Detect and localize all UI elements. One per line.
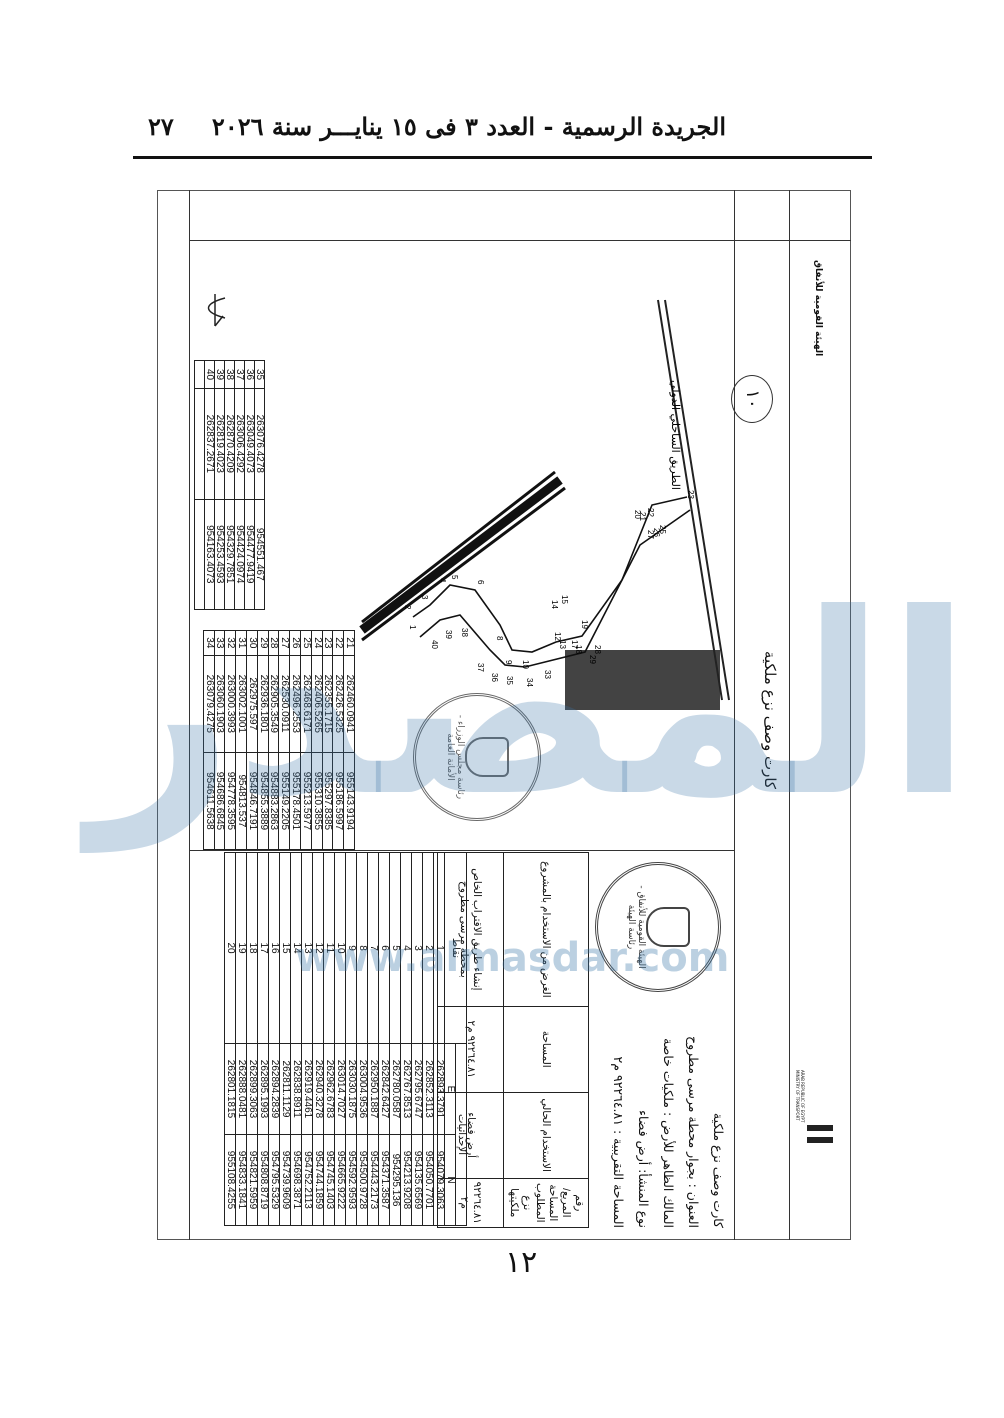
expropriation-card: ARAB REPUBLIC OF EGYPT MINISTRY OF TRANS… bbox=[157, 190, 851, 1240]
page-number: ٢٧ bbox=[148, 112, 174, 141]
map-point-label: 8 bbox=[495, 636, 504, 641]
map-point-label: 19 bbox=[580, 620, 589, 629]
map-point-label: 29 bbox=[588, 655, 597, 664]
map-point-label: 35 bbox=[505, 676, 514, 685]
map-point-label: 37 bbox=[476, 663, 485, 672]
built-up-area bbox=[565, 650, 720, 710]
map-point-label: 2 bbox=[403, 605, 412, 610]
watermark-url: www.almasdar.com bbox=[295, 935, 730, 981]
coastal-road bbox=[657, 299, 730, 701]
map-point-label: 23 bbox=[686, 490, 695, 499]
map-point-label: 21 bbox=[638, 512, 647, 521]
map-point-label: 1 bbox=[408, 625, 417, 630]
railway-tracks bbox=[359, 470, 566, 642]
map-point-label: 6 bbox=[476, 580, 485, 585]
map-point-label: 3 bbox=[420, 595, 429, 600]
map-point-label: 27 bbox=[646, 530, 655, 539]
map-point-label: 10 bbox=[521, 660, 530, 669]
approach-road-outline bbox=[412, 496, 691, 668]
map-point-label: 12 bbox=[553, 632, 562, 641]
map-point-label: 25 bbox=[658, 525, 667, 534]
map-point-label: 9 bbox=[504, 660, 513, 665]
gazette-header-title: الجريدة الرسمية - العدد ٣ فى ١٥ ينايـــر… bbox=[211, 112, 726, 141]
map-point-label: 17 bbox=[570, 640, 579, 649]
map-point-label: 39 bbox=[444, 630, 453, 639]
map-point-label: 22 bbox=[646, 508, 655, 517]
scanned-card-frame bbox=[157, 190, 851, 1240]
handwritten-page-number: ١٢ bbox=[505, 1245, 538, 1280]
map-point-label: 20 bbox=[633, 510, 642, 519]
map-point-label: 13 bbox=[558, 640, 567, 649]
map-point-label: 14 bbox=[550, 600, 559, 609]
map-point-label: 34 bbox=[525, 678, 534, 687]
map-point-label: 28 bbox=[593, 645, 602, 654]
coastal-road-label: الطريق الساحلي الدولي bbox=[669, 380, 682, 490]
map-point-label: 40 bbox=[430, 640, 439, 649]
map-point-label: 4 bbox=[438, 578, 447, 583]
map-point-label: 38 bbox=[460, 628, 469, 637]
map-point-label: 15 bbox=[560, 595, 569, 604]
north-arrow-icon bbox=[197, 290, 233, 330]
map-point-label: 18 bbox=[574, 645, 583, 654]
map-point-label: 33 bbox=[543, 670, 552, 679]
map-point-label: 26 bbox=[652, 528, 661, 537]
map-point-label: 5 bbox=[450, 575, 459, 580]
map-point-label: 36 bbox=[490, 673, 499, 682]
header-divider bbox=[133, 156, 872, 159]
